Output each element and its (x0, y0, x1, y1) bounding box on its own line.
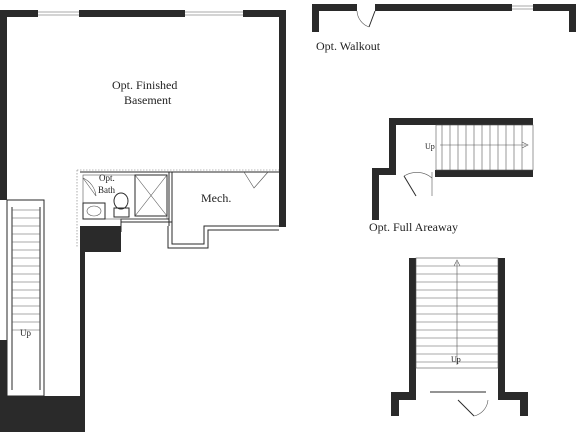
full-areaway-label: Opt. Full Areaway (369, 220, 458, 234)
bath-label-line1: Opt. (99, 173, 115, 183)
main-stair: Up (6, 199, 45, 397)
mech-label: Mech. (201, 191, 231, 205)
main-stair-up-label: Up (20, 328, 31, 338)
basement-label-line1: Opt. Finished (112, 78, 177, 92)
basement-walls (0, 10, 286, 432)
upper-areaway-up-label: Up (425, 142, 435, 151)
bath-mech-walls (76, 169, 279, 249)
walkout-label: Opt. Walkout (316, 39, 381, 53)
upper-areaway (372, 118, 534, 220)
walkout-walls (312, 4, 576, 32)
bath-label-line2: Bath (98, 185, 115, 195)
lower-areaway (391, 257, 528, 417)
lower-areaway-up-label: Up (451, 355, 461, 364)
basement-label-line2: Basement (124, 93, 172, 107)
